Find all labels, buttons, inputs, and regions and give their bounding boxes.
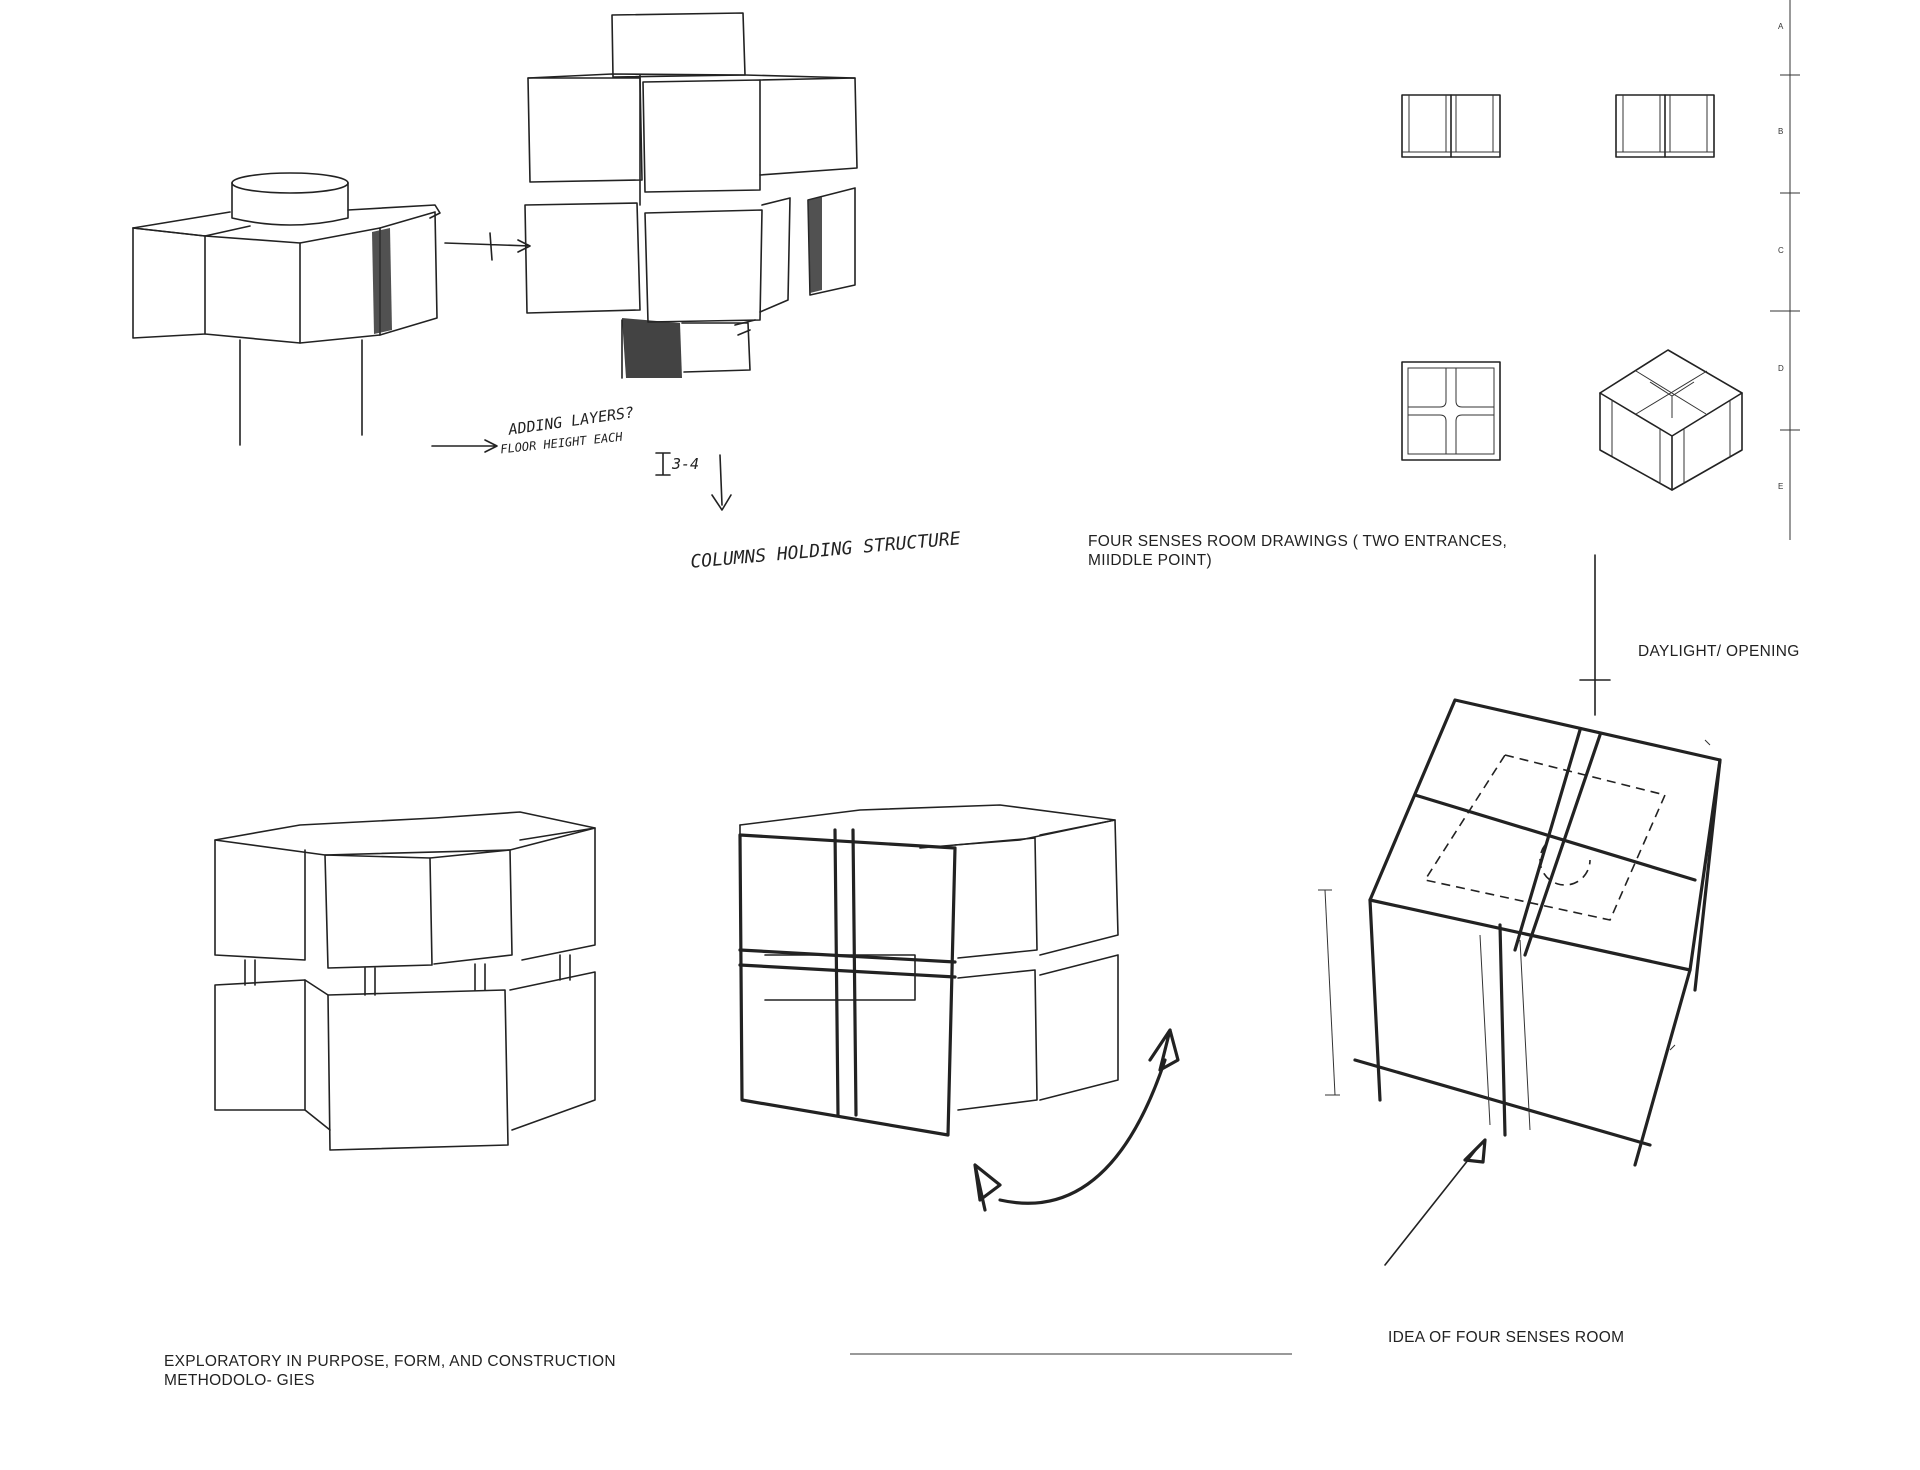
note-range: 3-4 <box>672 455 700 473</box>
grid-label-a: A <box>1778 22 1784 31</box>
note-arrows <box>431 439 732 511</box>
caption-idea-four-senses: IDEA OF FOUR SENSES ROOM <box>1388 1329 1625 1346</box>
sketch-cube-stack <box>214 811 596 1151</box>
caption-exploratory: EXPLORATORY IN PURPOSE, FORM, AND CONSTR… <box>164 1353 616 1389</box>
sketch-four-senses-cube <box>1318 554 1722 1266</box>
sketch-block-on-columns <box>132 172 531 446</box>
grid-label-b: B <box>1778 127 1784 136</box>
caption-daylight: DAYLIGHT/ OPENING <box>1638 643 1800 660</box>
grid-label-d: D <box>1778 364 1784 373</box>
plan-drawings <box>1401 94 1743 491</box>
caption-four-senses-drawings: FOUR SENSES ROOM DRAWINGS ( TWO ENTRANCE… <box>1088 533 1508 569</box>
grid-label-c: C <box>1778 246 1784 255</box>
sheet-grid-ruler <box>1770 0 1800 540</box>
sketch-stacked-boxes <box>524 12 858 379</box>
grid-label-e: E <box>1778 482 1784 491</box>
sketch-rotating-cube <box>738 804 1180 1212</box>
